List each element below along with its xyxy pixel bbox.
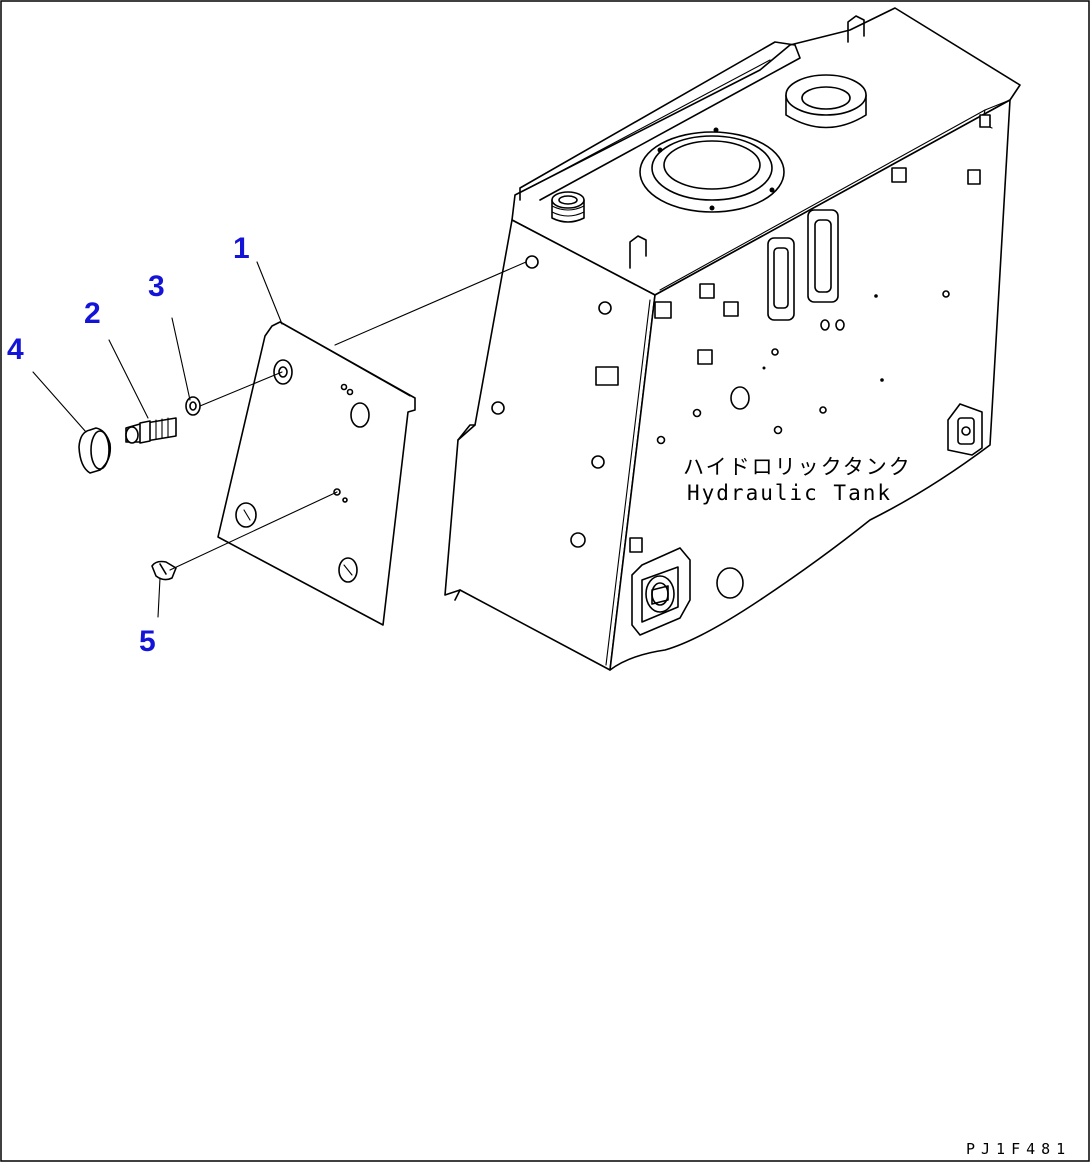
tank-top-port-small xyxy=(785,74,867,129)
tank-filler-cap xyxy=(551,191,585,223)
drain-plug xyxy=(716,567,744,599)
tank-label-japanese: ハイドロリックタンク xyxy=(683,455,912,479)
plug xyxy=(151,560,177,581)
callout-5: 5 xyxy=(139,625,156,658)
assembly-lines xyxy=(169,261,527,571)
tank-flange xyxy=(631,547,691,636)
callout-2: 2 xyxy=(84,297,101,330)
callout-3: 3 xyxy=(148,270,165,303)
tank-left-bosses xyxy=(491,255,643,553)
drawing-code: PJ1F481 xyxy=(966,1140,1071,1158)
sight-gauge xyxy=(807,209,839,303)
tank-hook xyxy=(629,235,647,269)
callout-1: 1 xyxy=(233,232,250,265)
tank-right-face xyxy=(609,99,1011,671)
tank-hook xyxy=(847,15,865,43)
cover-plate xyxy=(217,321,416,626)
callout-4: 4 xyxy=(7,333,24,366)
bolt xyxy=(125,417,177,444)
cap xyxy=(78,427,112,474)
callout-leaders xyxy=(32,261,283,618)
tank-top-port-large xyxy=(639,127,785,213)
tank-right-bosses xyxy=(654,114,991,445)
washer xyxy=(185,396,201,416)
tank-side-bracket xyxy=(947,403,983,456)
tank-label-english: Hydraulic Tank xyxy=(687,481,892,505)
hydraulic-tank: ハイドロリックタンク Hydraulic Tank xyxy=(444,7,1021,671)
tank-handle xyxy=(519,41,801,201)
